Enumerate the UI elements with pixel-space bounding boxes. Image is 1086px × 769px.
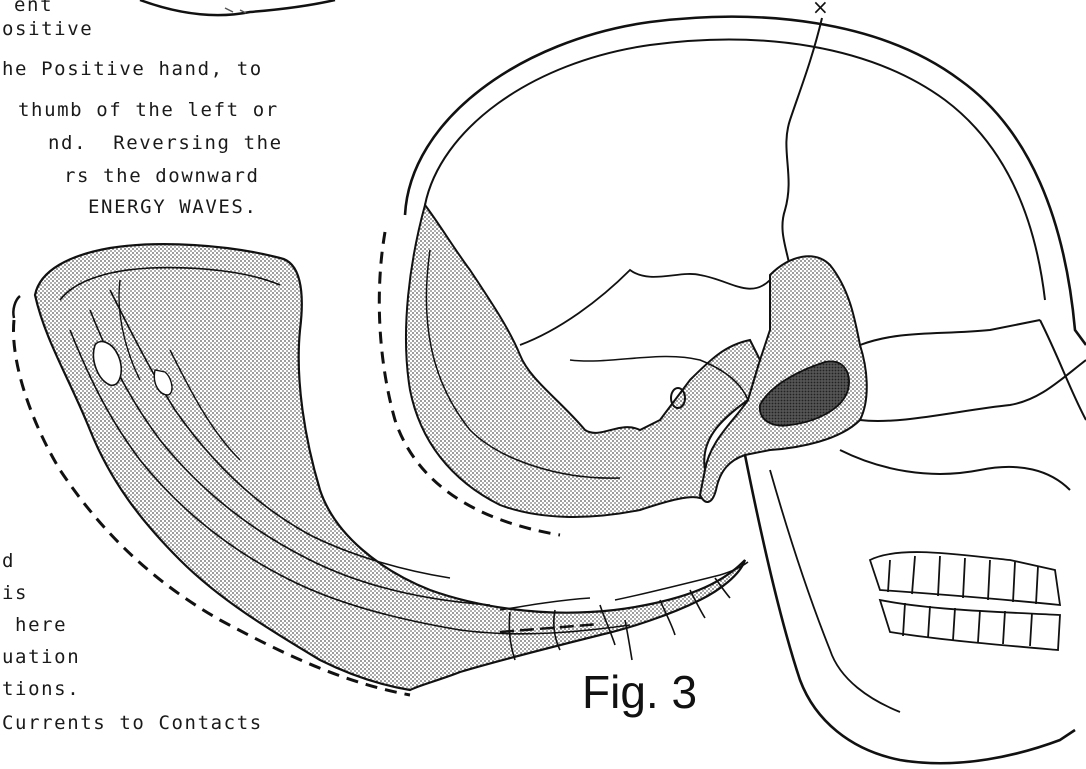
cranium-outline	[405, 17, 1086, 345]
top-arc-fragment	[140, 0, 335, 15]
top-text-line-6: rs the downward	[64, 165, 260, 187]
bottom-text-line-4: uation	[2, 646, 80, 668]
top-text-line-4: thumb of the left or	[18, 99, 279, 121]
teeth	[870, 552, 1060, 650]
top-text-line-3: he Positive hand, to	[2, 58, 263, 80]
top-text-line-1: ent	[14, 0, 53, 16]
bottom-text-line-6: Currents to Contacts	[2, 712, 263, 734]
top-text-line-5: nd. Reversing the	[48, 132, 283, 154]
bottom-text-line-5: tions.	[2, 678, 80, 700]
bottom-text-line-1: d	[2, 550, 15, 572]
skull-marker: ×	[812, 0, 829, 19]
bottom-text-line-3: here	[2, 614, 67, 636]
top-text-line-2: ositive	[2, 18, 93, 40]
figure-label: Fig. 3	[582, 665, 697, 719]
bottom-text-line-2: is	[2, 582, 28, 604]
top-text-line-7: ENERGY WAVES.	[88, 196, 258, 218]
